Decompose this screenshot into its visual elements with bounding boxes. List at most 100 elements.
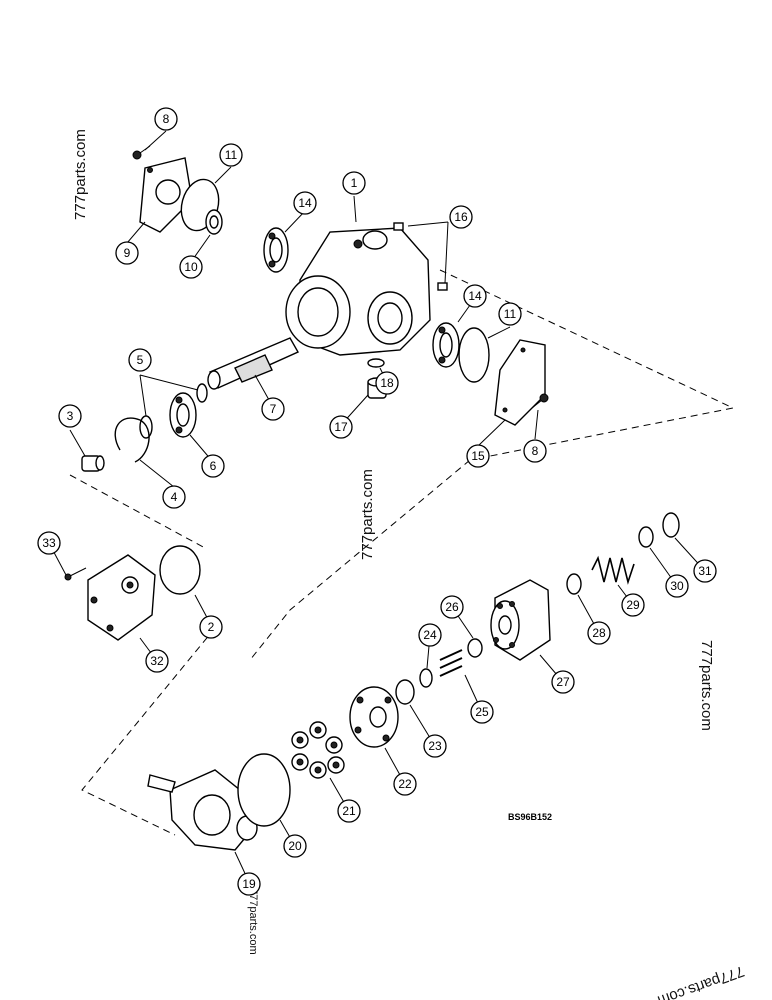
retainer-plate [349, 686, 399, 748]
callout-27: 27 [551, 670, 575, 694]
callout-label: 4 [171, 490, 178, 504]
callout-label: 15 [471, 449, 485, 463]
callout-label: 8 [532, 444, 539, 458]
callout-11: 11 [498, 302, 522, 326]
callout-label: 11 [225, 148, 238, 162]
callout-label: 32 [150, 654, 164, 668]
callout-circle [440, 595, 464, 619]
callout-label: 18 [380, 376, 394, 390]
callout-14: 14 [463, 284, 487, 308]
callout-label: 26 [445, 600, 459, 614]
callout-21: 21 [337, 799, 361, 823]
callout-circle [154, 107, 178, 131]
callout-circle [37, 531, 61, 555]
callout-7: 7 [261, 397, 285, 421]
washer-26 [467, 638, 483, 658]
callout-label: 31 [698, 564, 712, 578]
callout-label: 14 [468, 289, 482, 303]
dashed-line-lower [81, 627, 216, 836]
seal [205, 209, 223, 235]
callout-label: 8 [163, 112, 170, 126]
callout-label: 19 [242, 877, 256, 891]
bearing-shaft [169, 392, 197, 438]
callout-label: 6 [210, 459, 217, 473]
callout-8: 8 [523, 439, 547, 463]
callout-label: 30 [670, 579, 684, 593]
callout-31: 31 [693, 559, 717, 583]
callout-19: 19 [237, 872, 261, 896]
dashed-line-cylinder [249, 459, 471, 661]
callout-label: 17 [334, 420, 348, 434]
washer-28 [566, 573, 582, 595]
callout-24: 24 [418, 623, 442, 647]
callout-label: 7 [270, 402, 277, 416]
bearing-left [263, 227, 289, 273]
callout-circle [665, 574, 689, 598]
callout-label: 27 [556, 675, 570, 689]
cylinder-block [490, 579, 551, 661]
thrust-plate [237, 753, 291, 827]
callout-9: 9 [115, 241, 139, 265]
watermark-bottom-right: 777parts.com [655, 962, 746, 1000]
callout-circle [523, 439, 547, 463]
callout-20: 20 [283, 834, 307, 858]
callout-circle [261, 397, 285, 421]
callout-label: 3 [67, 409, 74, 423]
pins [439, 649, 463, 677]
callout-17: 17 [329, 415, 353, 439]
callout-circle [283, 834, 307, 858]
callout-circle [162, 485, 186, 509]
snap-ring-b [196, 383, 208, 403]
spring [591, 555, 635, 585]
callout-label: 14 [298, 196, 312, 210]
watermark-center: 777parts.com [359, 469, 376, 560]
snap-ring-31 [662, 512, 680, 538]
drawing-code: BS96B152 [508, 812, 552, 822]
gear-pump [87, 554, 156, 641]
callout-circle [128, 348, 152, 372]
callout-circle [551, 670, 575, 694]
callout-label: 2 [208, 620, 215, 634]
callout-label: 28 [592, 626, 606, 640]
callout-4: 4 [162, 485, 186, 509]
callout-circle [693, 559, 717, 583]
callout-circle [621, 593, 645, 617]
watermark-bottom: 777parts.com [247, 888, 259, 955]
callout-label: 20 [288, 839, 302, 853]
callout-22: 22 [393, 772, 417, 796]
ball-guide [395, 679, 415, 705]
callout-11: 11 [219, 143, 243, 167]
callout-28: 28 [587, 621, 611, 645]
callout-circle [145, 649, 169, 673]
bolt-gear-pump [64, 567, 87, 581]
callout-32: 32 [145, 649, 169, 673]
callout-circle [219, 143, 243, 167]
callout-circle [329, 415, 353, 439]
o-ring-right [458, 327, 490, 383]
callout-circle [423, 734, 447, 758]
callout-circle [342, 171, 366, 195]
callout-circle [449, 205, 473, 229]
o-ring-small [367, 358, 385, 368]
callout-label: 11 [504, 307, 517, 321]
watermark-top-left: 777parts.com [72, 129, 89, 220]
callout-group: 1234567889101111141415161718192021222324… [37, 107, 717, 896]
callout-circle [466, 444, 490, 468]
callout-18: 18 [375, 371, 399, 395]
washer-30 [638, 526, 654, 548]
callout-circle [375, 371, 399, 395]
callout-23: 23 [423, 734, 447, 758]
callout-label: 5 [137, 353, 144, 367]
callout-15: 15 [466, 444, 490, 468]
bearing-right [432, 322, 460, 368]
callout-33: 33 [37, 531, 61, 555]
callout-label: 10 [184, 260, 198, 274]
callout-circle [293, 191, 317, 215]
callout-label: 24 [423, 628, 437, 642]
callout-circle [115, 241, 139, 265]
callout-label: 29 [626, 598, 640, 612]
callout-circle [337, 799, 361, 823]
callout-2: 2 [199, 615, 223, 639]
ring-24 [419, 668, 433, 688]
callout-label: 16 [454, 210, 468, 224]
